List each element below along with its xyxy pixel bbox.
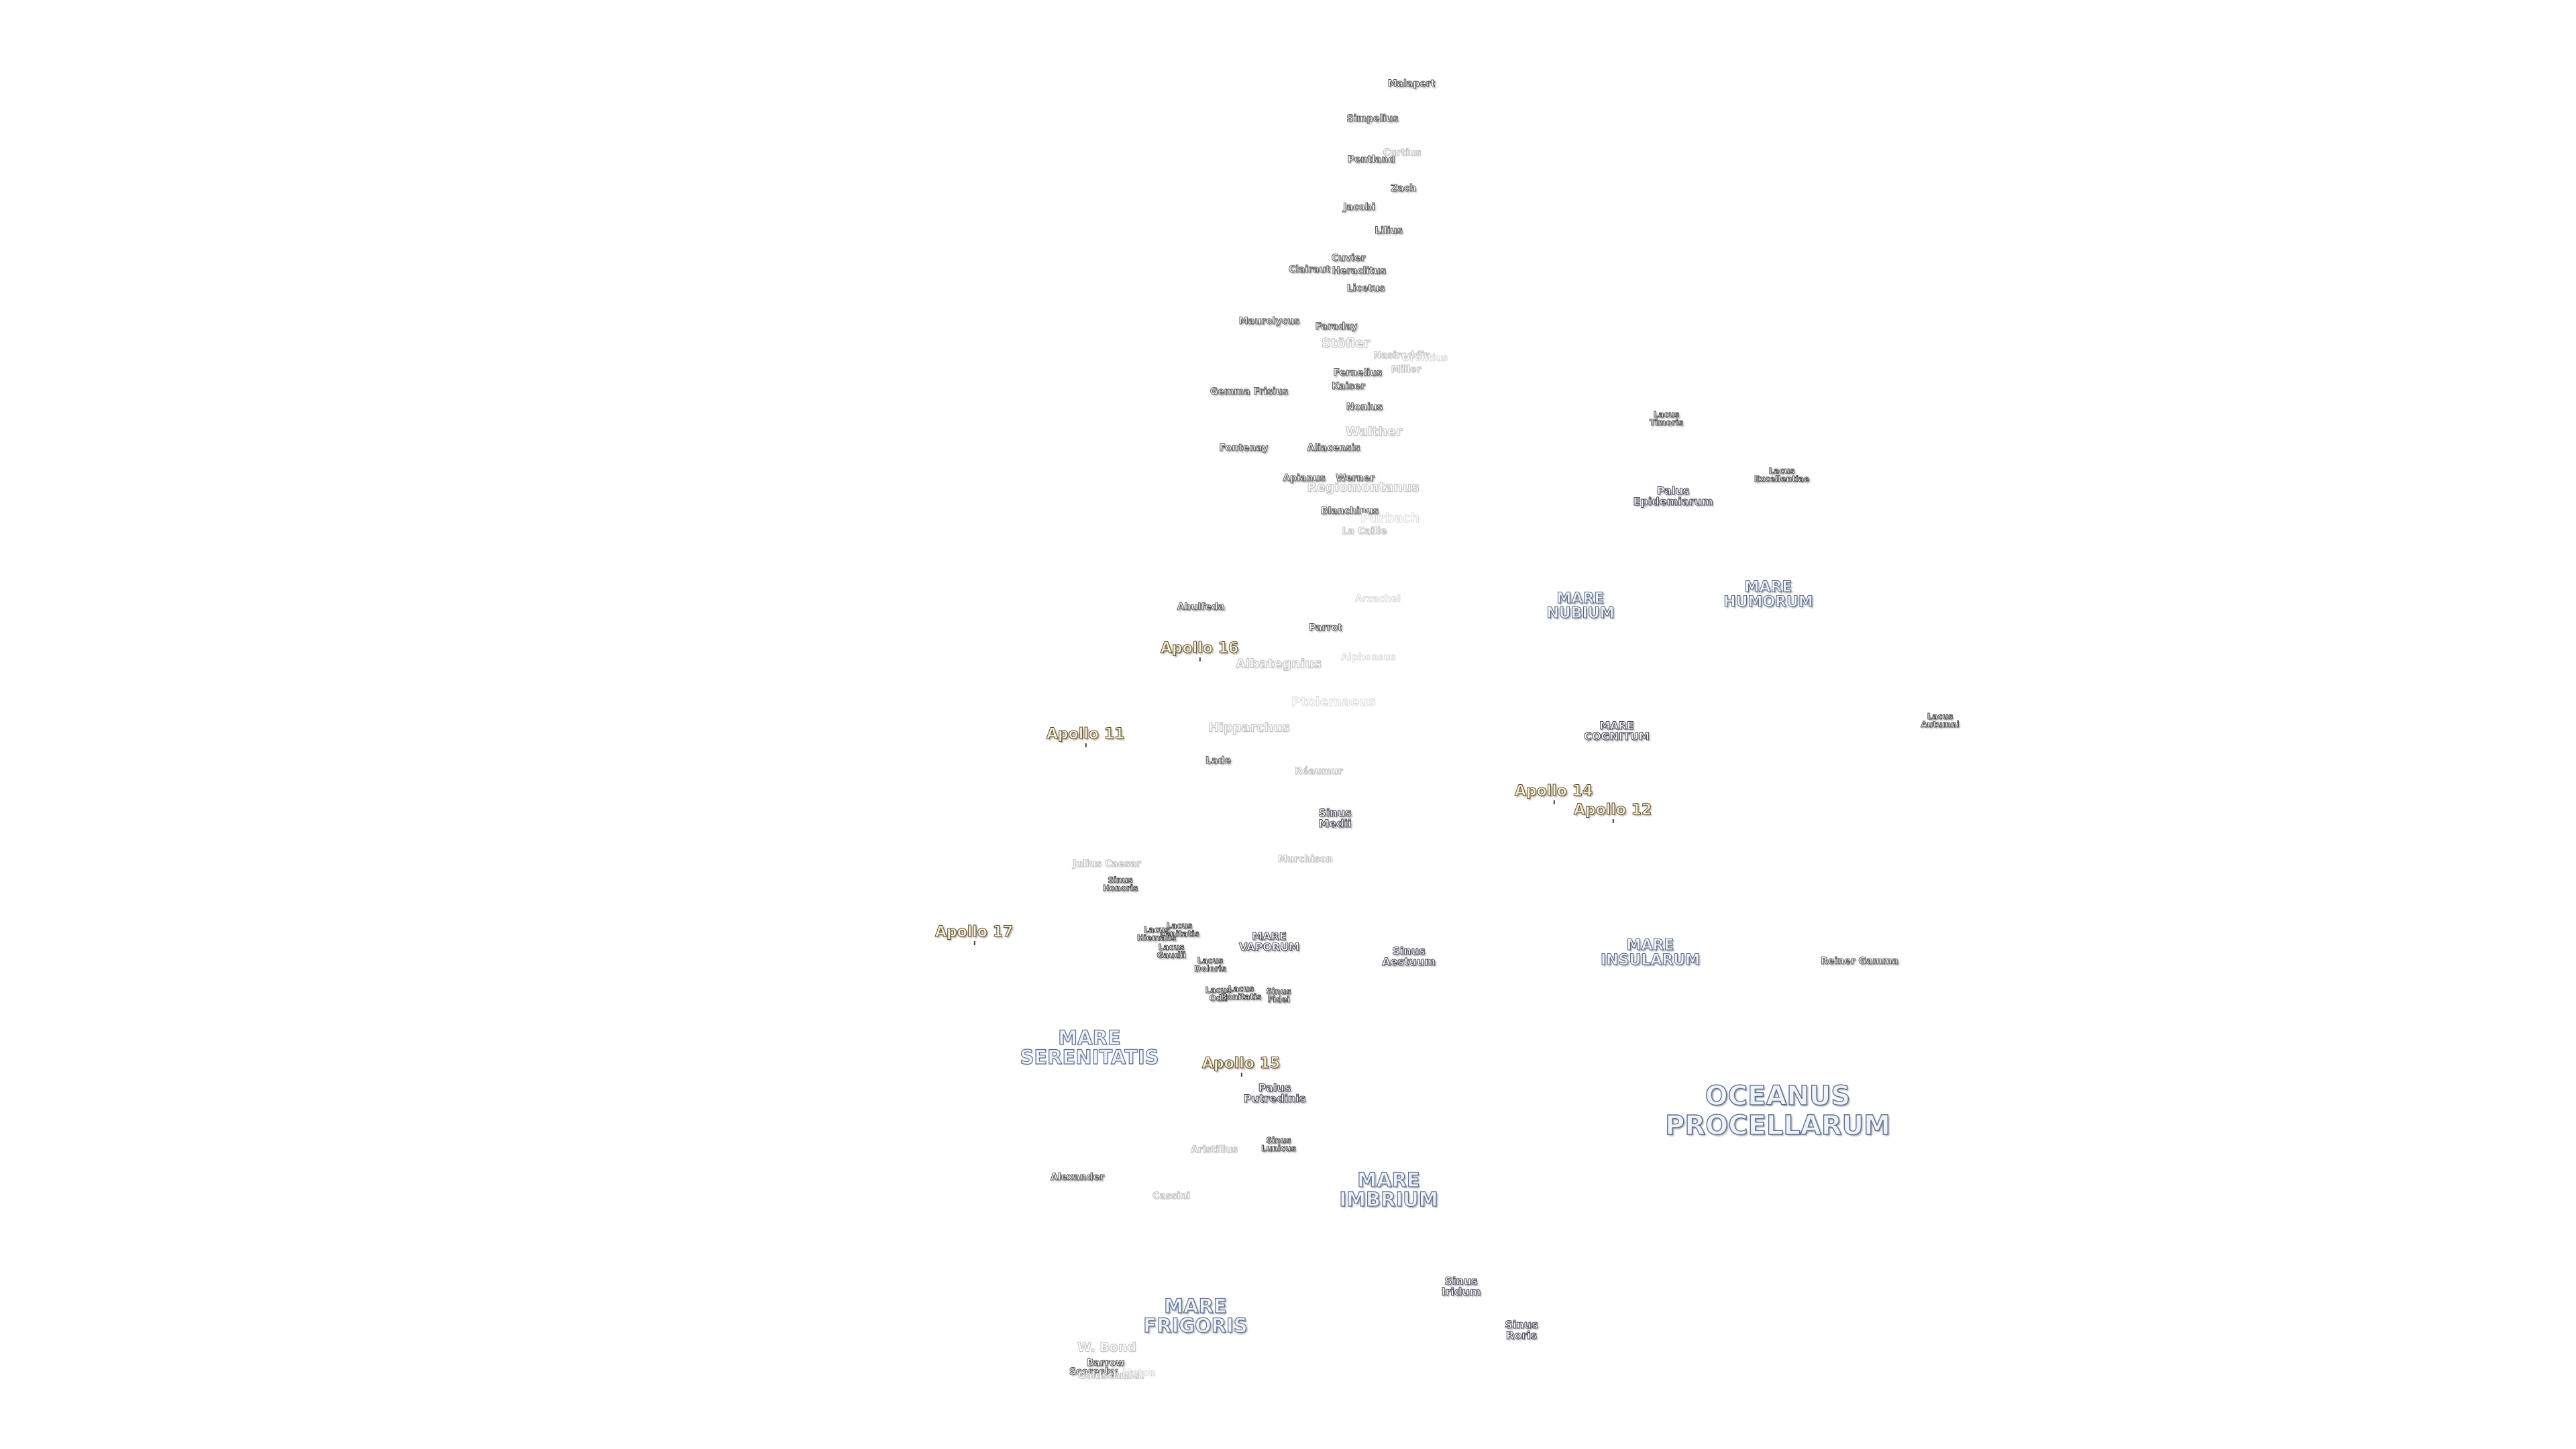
feature-label-apollo-15: Apollo 15	[1201, 1055, 1281, 1077]
feature-label-lacus-excellentiae: Lacus Excellentiae	[1754, 466, 1810, 484]
feature-label-jacobi: Jacobi	[1343, 202, 1375, 213]
feature-label-cassini: Cassini	[1152, 1191, 1191, 1201]
feature-label-meton: Meton	[1122, 1368, 1157, 1379]
feature-label-apollo-17: Apollo 17	[934, 924, 1014, 945]
feature-label-r-aumur: Réaumur	[1295, 766, 1343, 777]
feature-label-blanchinus: Blanchinus	[1320, 506, 1379, 517]
feature-label-mare-insularum: MARE INSULARUM	[1600, 937, 1701, 969]
feature-label-nasireddin: Nasireddin	[1373, 350, 1432, 361]
feature-label-orontius: Orontius	[1401, 353, 1448, 364]
feature-label-lacus-lenitatis: Lacus Lenitatis	[1159, 921, 1199, 938]
feature-label-lacus-odii: Lacus Odii	[1205, 985, 1232, 1003]
feature-label-barrow: Barrow	[1086, 1358, 1125, 1368]
feature-label-mare-cognitum: MARE COGNITUM	[1584, 719, 1650, 743]
feature-label-hipparchus: Hipparchus	[1208, 720, 1290, 735]
feature-label-st-fler: Stöfler	[1321, 335, 1371, 351]
feature-label-heraclitus: Heraclitus	[1332, 266, 1387, 276]
feature-label-lacus-bonitatis: Lacus Bonitatis	[1220, 984, 1262, 1002]
feature-label-sinus-lunicus: Sinus Lunicus	[1261, 1136, 1297, 1153]
feature-label-sinus-aestuum: Sinus Aestuum	[1382, 945, 1436, 968]
feature-label-aristillus: Aristillus	[1190, 1144, 1238, 1155]
feature-label-lacus-doloris: Lacus Doloris	[1194, 956, 1227, 973]
feature-label-licetus: Licetus	[1346, 283, 1385, 294]
feature-label-miller: Miller	[1391, 364, 1421, 375]
feature-label-pentland: Pentland	[1347, 154, 1395, 165]
feature-label-gemma-frisius: Gemma Frisius	[1210, 386, 1289, 397]
feature-label-apollo-11: Apollo 11	[1046, 726, 1125, 747]
feature-label-malapert: Malapert	[1387, 78, 1436, 89]
feature-label-mare-serenitatis: MARE SERENITATIS	[1020, 1026, 1159, 1069]
feature-label-sinus-fidei: Sinus Fidei	[1266, 987, 1291, 1004]
feature-label-apollo-16: Apollo 16	[1160, 640, 1239, 661]
feature-label-faraday: Faraday	[1315, 321, 1358, 332]
feature-label-ptolemaeus: Ptolemaeus	[1291, 694, 1377, 710]
feature-label-julius-caesar: Julius Caesar	[1073, 859, 1142, 869]
feature-label-mare-nubium: MARE NUBIUM	[1546, 590, 1615, 622]
feature-label-la-caille: La Caille	[1342, 526, 1387, 537]
feature-label-alphonsus: Alphonsus	[1341, 652, 1397, 663]
feature-label-sinus-honoris: Sinus Honoris	[1102, 875, 1138, 893]
feature-label-abulfeda: Abulfeda	[1177, 602, 1225, 612]
feature-label-regiomontanus: Regiomontanus	[1307, 480, 1419, 495]
feature-label-curtius: Curtius	[1383, 148, 1421, 158]
feature-label-cuvier: Cuvier	[1331, 253, 1366, 264]
feature-label-lilius: Lilius	[1375, 225, 1403, 236]
feature-label-purbach: Purbach	[1360, 511, 1420, 526]
feature-label-arzachel: Arzachel	[1355, 594, 1401, 604]
feature-label-aliacensis: Aliacensis	[1307, 443, 1360, 453]
feature-label-fernelius: Fernelius	[1333, 368, 1383, 378]
feature-label-alexander: Alexander	[1051, 1172, 1105, 1183]
feature-label-mare-imbrium: MARE IMBRIUM	[1339, 1169, 1438, 1211]
feature-label-zach: Zach	[1391, 183, 1417, 194]
feature-label-lacus-hiemalis: Lacus Hiemalis	[1136, 925, 1177, 943]
feature-label-werner: Werner	[1336, 473, 1375, 484]
feature-label-sinus-medii: Sinus Medii	[1318, 806, 1352, 830]
feature-label-maurolycus: Maurolycus	[1238, 316, 1300, 327]
feature-label-apollo-14: Apollo 14	[1514, 783, 1593, 804]
feature-label-lade: Lade	[1205, 755, 1232, 766]
feature-label-w-bond: W. Bond	[1077, 1340, 1137, 1355]
feature-label-simpelius: Simpelius	[1346, 113, 1399, 124]
feature-label-oceanus-procellarum: OCEANUS PROCELLARUM	[1664, 1081, 1890, 1141]
feature-label-mare-frigoris: MARE FRIGORIS	[1143, 1295, 1248, 1337]
feature-label-lacus-autumni: Lacus Autumni	[1921, 712, 1960, 729]
feature-label-mare-vaporum: MARE VAPORUM	[1238, 930, 1300, 953]
feature-label-scoresby: Scoresby	[1069, 1366, 1118, 1377]
feature-label-walther: Walther	[1345, 424, 1403, 439]
feature-label-sinus-roris: Sinus Roris	[1505, 1318, 1538, 1342]
feature-label-mare-humorum: MARE HUMORUM	[1723, 579, 1814, 610]
feature-label-lacus-timoris: Lacus Timoris	[1649, 410, 1684, 427]
feature-label-parrot: Parrot	[1309, 623, 1342, 633]
feature-label-fontenay: Fontenay	[1219, 443, 1269, 453]
feature-label-palus-epidemiarum: Palus Epidemiarum	[1633, 484, 1713, 508]
feature-label-palus-putredinis: Palus Putredinis	[1243, 1081, 1306, 1105]
feature-label-sinus-iridum: Sinus Iridum	[1441, 1275, 1481, 1298]
feature-label-reiner-gamma: Reiner Gamma	[1821, 956, 1899, 967]
feature-label-goldschmidt: Goldschmidt	[1077, 1371, 1144, 1381]
feature-label-apianus: Apianus	[1283, 473, 1326, 484]
feature-label-clairaut: Clairaut	[1288, 264, 1331, 275]
feature-label-nonius: Nonius	[1346, 402, 1383, 413]
feature-label-albategnius: Albategnius	[1235, 656, 1322, 672]
feature-label-murchison: Murchison	[1278, 854, 1334, 865]
feature-label-lacus-gaudii: Lacus Gaudii	[1157, 943, 1186, 960]
feature-label-apollo-12: Apollo 12	[1573, 802, 1652, 823]
feature-label-kaiser: Kaiser	[1332, 381, 1366, 392]
